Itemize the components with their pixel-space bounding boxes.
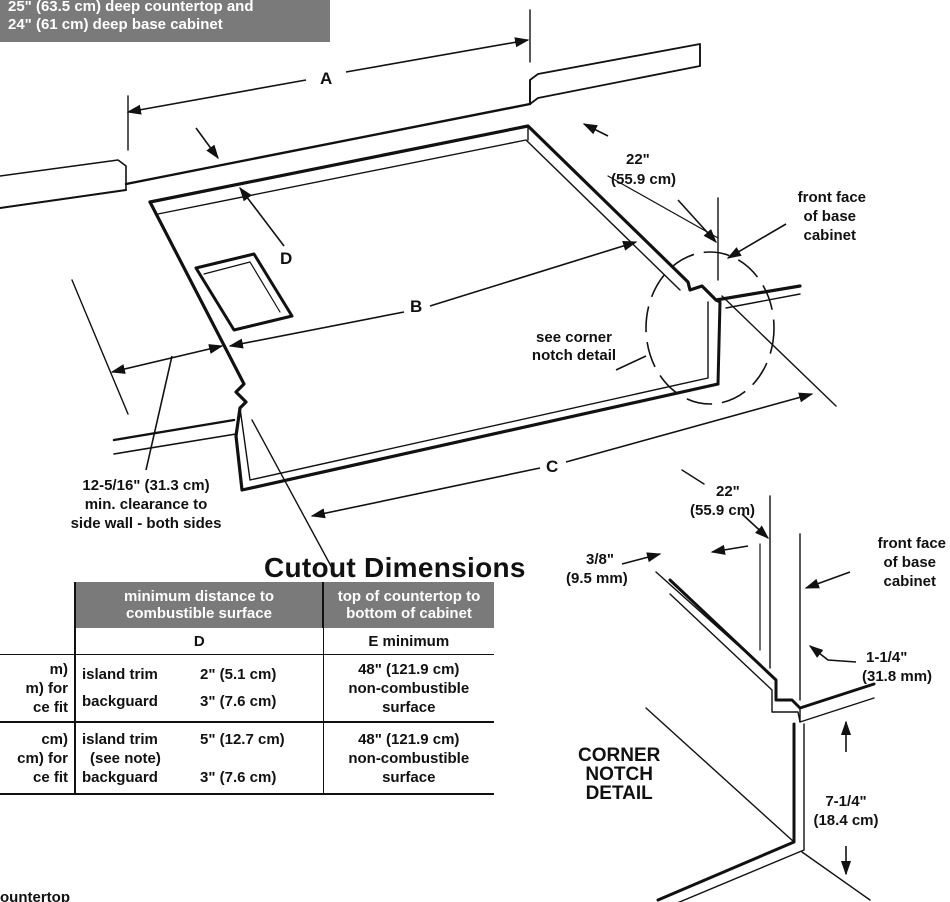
- note-line2: 24" (61 cm) deep base cabinet: [8, 16, 223, 33]
- depth-pointer-bottom: [677, 199, 717, 244]
- label-d: D: [280, 249, 292, 268]
- back-edge-pointer: [195, 127, 219, 160]
- clearance-leader: [145, 355, 173, 471]
- front-face-line3: cabinet: [803, 227, 856, 244]
- front-face-line1: front face: [798, 189, 866, 206]
- dimension-b-line: [230, 242, 636, 346]
- front-face-pointer: [726, 223, 787, 259]
- corner-notch-drawing: [645, 469, 876, 902]
- countertop-note-box: 25" (63.5 cm) deep countertop and 24" (6…: [0, 0, 330, 42]
- corner-notch-arrow: [710, 544, 749, 555]
- label-b: B: [410, 297, 422, 316]
- corner-depth-line2: (55.9 cm): [690, 502, 755, 519]
- sub-header-e: E minimum: [323, 628, 494, 655]
- see-corner-leader: [615, 355, 647, 371]
- dimension-c-line: [312, 394, 812, 516]
- corner-depth-pointer: [741, 513, 770, 539]
- dimension-a-line: [128, 40, 528, 112]
- depth-label-line1: 22": [626, 151, 650, 168]
- label-c: C: [546, 457, 558, 476]
- corner-depth-line1: 22": [716, 483, 740, 500]
- corner-front-face-line1: front face: [878, 535, 946, 552]
- note-line1: 25" (63.5 cm) deep countertop and: [8, 0, 254, 15]
- dimension-lines: [110, 40, 812, 516]
- corner-lip-line2: (31.8 mm): [862, 668, 932, 685]
- table-footer-fragment: ountertop: [0, 889, 70, 902]
- corner-lip-pointer: [808, 645, 857, 663]
- corner-front-face-line3: cabinet: [883, 573, 936, 590]
- clearance-arrow: [110, 344, 224, 374]
- clearance-line1: 12-5/16" (31.3 cm): [82, 477, 209, 494]
- front-face-line2: of base: [803, 208, 856, 225]
- see-corner-line1: see corner: [536, 329, 612, 346]
- cutout-dimensions-heading: Cutout Dimensions: [264, 552, 526, 583]
- corner-notch-line1: 3/8": [586, 551, 614, 568]
- corner-lip-line1: 1-1/4": [866, 649, 907, 666]
- corner-front-face-pointer: [804, 571, 851, 589]
- clearance-line2: min. clearance to: [85, 496, 208, 513]
- corner-notch-line2: (9.5 mm): [566, 570, 628, 587]
- corner-height-line1: 7-1/4": [825, 793, 866, 810]
- sub-header-d: D: [74, 628, 324, 655]
- depth-label-line2: (55.9 cm): [611, 171, 676, 188]
- depth-pointer-top: [582, 123, 609, 137]
- corner-detail-dimensions: [621, 513, 857, 876]
- corner-front-face-line2: of base: [883, 554, 936, 571]
- corner-notch-detail-title: CORNER NOTCH DETAIL: [578, 745, 661, 804]
- see-corner-line2: notch detail: [532, 347, 616, 364]
- clearance-line3: side wall - both sides: [71, 515, 222, 532]
- label-a: A: [320, 69, 332, 88]
- corner-notch-pointer: [621, 552, 662, 565]
- corner-height-line2: (18.4 cm): [813, 812, 878, 829]
- dimension-d-line: [239, 186, 285, 247]
